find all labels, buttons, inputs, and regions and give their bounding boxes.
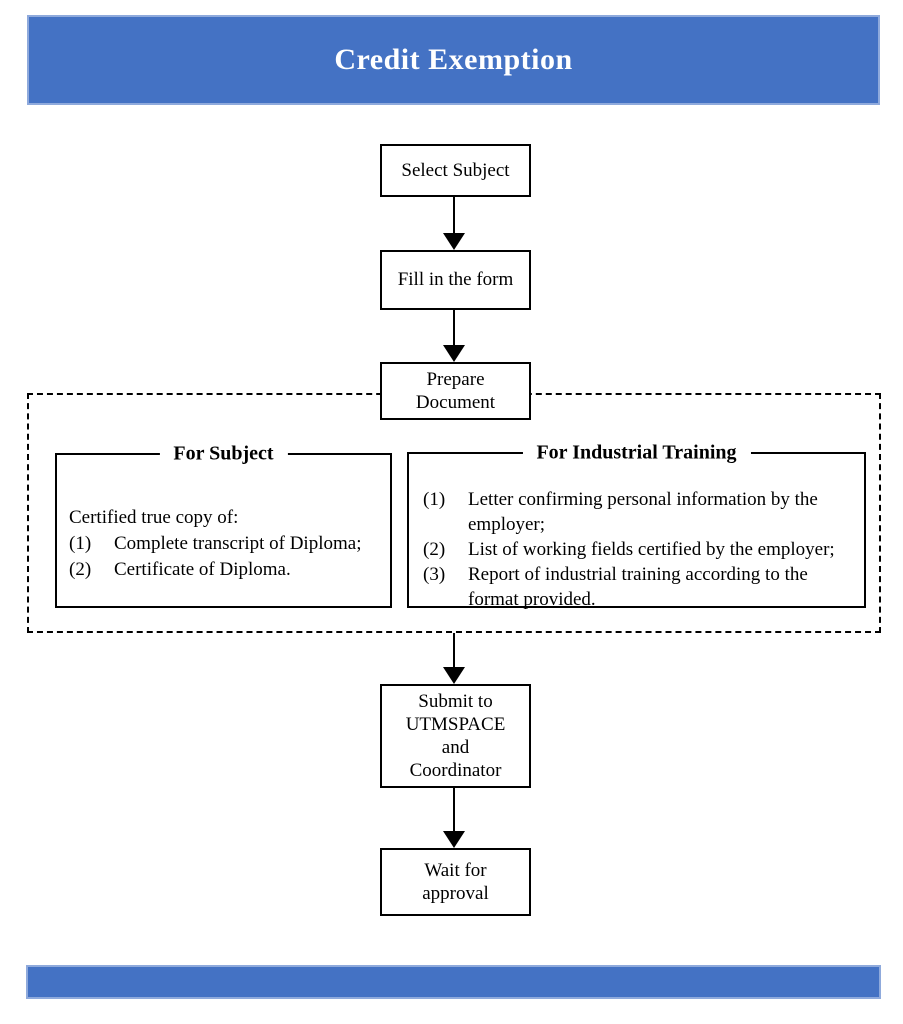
down-arrow-icon	[442, 310, 466, 362]
flow-step-wait-approval: Wait for approval	[380, 848, 531, 916]
arrow-head-icon	[443, 233, 465, 250]
list-item-text: List of working fields certified by the …	[468, 539, 835, 560]
arrow-line	[453, 633, 455, 667]
list-item-text: Certificate of Diploma.	[114, 559, 291, 580]
panel-for-industrial-training: For Industrial Training (1) Letter confi…	[407, 441, 866, 610]
arrow-line	[453, 197, 455, 233]
flow-step-select-subject: Select Subject	[380, 144, 531, 197]
arrow-head-icon	[443, 667, 465, 684]
panel-intro-text: Certified true copy of:	[69, 507, 239, 528]
down-arrow-icon	[442, 197, 466, 250]
flow-step-submit-utmspace: Submit to UTMSPACE and Coordinator	[380, 684, 531, 788]
list-item-marker: (1)	[423, 489, 446, 510]
list-item: (1) Letter confirming personal informati…	[423, 487, 859, 537]
down-arrow-icon	[442, 788, 466, 848]
header-bar: Credit Exemption	[27, 15, 880, 105]
list-item-text: Letter confirming personal information b…	[468, 489, 818, 535]
list-item-marker: (3)	[423, 564, 446, 585]
arrow-head-icon	[443, 345, 465, 362]
list-item-marker: (2)	[69, 559, 92, 580]
footer-bar	[26, 965, 881, 999]
down-arrow-icon	[442, 633, 466, 684]
list-item-marker: (1)	[69, 533, 92, 554]
arrow-head-icon	[443, 831, 465, 848]
arrow-line	[453, 788, 455, 831]
list-item: (2) Certificate of Diploma.	[69, 557, 384, 583]
panel-for-industrial-training-body: (1) Letter confirming personal informati…	[409, 454, 864, 612]
list-item: (3) Report of industrial training accord…	[423, 562, 859, 612]
list-item: (2) List of working fields certified by …	[423, 537, 859, 562]
flow-step-prepare-document: Prepare Document	[380, 362, 531, 420]
panel-for-subject-body: Certified true copy of: (1) Complete tra…	[57, 455, 390, 583]
list-item-text: Complete transcript of Diploma;	[114, 533, 362, 554]
panel-for-subject-title: For Subject	[159, 442, 288, 466]
list-item: (1) Complete transcript of Diploma;	[69, 531, 384, 557]
list-item-marker: (2)	[423, 539, 446, 560]
arrow-line	[453, 310, 455, 345]
panel-for-subject: For Subject Certified true copy of: (1) …	[55, 442, 392, 608]
list-item-text: Report of industrial training according …	[468, 564, 808, 610]
flow-step-fill-in-form: Fill in the form	[380, 250, 531, 310]
panel-for-industrial-training-title: For Industrial Training	[522, 441, 751, 465]
page-title: Credit Exemption	[334, 43, 573, 76]
